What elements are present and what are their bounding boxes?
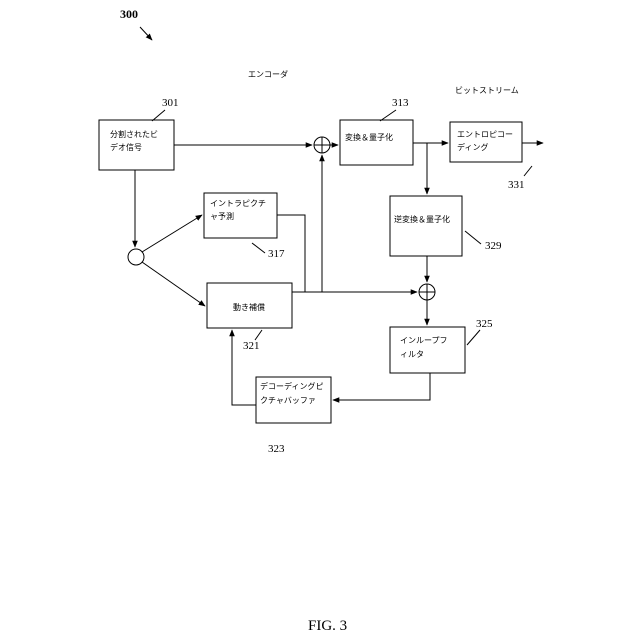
ref-317-leader (252, 243, 265, 253)
arrow-switch-to-motion (142, 262, 205, 306)
ref-331-leader (524, 166, 532, 176)
inverse-transform-label: 逆変換＆量子化 (394, 214, 450, 224)
ref-317: 317 (268, 248, 285, 260)
intra-prediction-label-line2: ャ予測 (210, 211, 234, 221)
decoded-picture-buffer-label-line2: クチャバッファ (260, 396, 316, 405)
video-signal-block: 分割されたビ デオ信号 (99, 120, 174, 170)
ref-321-leader (255, 330, 262, 340)
sum-junction-bottom (419, 284, 435, 300)
prediction-switch (128, 249, 144, 265)
loop-filter-block: インループフ ィルタ (390, 327, 465, 373)
ref-321: 321 (243, 340, 260, 352)
ref-301-leader (152, 110, 165, 121)
ref-313: 313 (392, 97, 409, 109)
entropy-coding-label-line2: ディング (457, 142, 488, 152)
encoder-label: エンコーダ (248, 69, 288, 79)
figure-pointer-arrow (140, 27, 152, 40)
figure-caption: FIG. 3 (308, 618, 347, 634)
entropy-coding-block: エントロピコー ディング (450, 122, 522, 162)
ref-325-leader (467, 330, 480, 345)
decoded-picture-buffer-label-line1: デコーディングピ (260, 381, 323, 391)
bitstream-label: ビットストリーム (455, 86, 519, 95)
inverse-transform-box (390, 196, 462, 256)
entropy-coding-box (450, 122, 522, 162)
sum-junction-top (314, 137, 330, 153)
ref-329: 329 (485, 240, 502, 252)
figure-number: 300 (120, 7, 138, 21)
decoded-picture-buffer-block: デコーディングピ クチャバッファ (256, 377, 331, 423)
arrow-loop-filter-to-buffer (333, 373, 430, 400)
ref-329-leader (465, 231, 481, 244)
transform-quantize-box (340, 120, 413, 165)
entropy-coding-label-line1: エントロピコー (457, 130, 513, 139)
intra-prediction-block: イントラピクチ ャ予測 (204, 193, 277, 238)
transform-quantize-block: 変換＆量子化 (340, 120, 413, 165)
ref-325: 325 (476, 318, 493, 330)
ref-323: 323 (268, 443, 285, 455)
video-signal-label-line2: デオ信号 (110, 142, 142, 152)
arrow-switch-to-intra (142, 215, 202, 252)
transform-quantize-label: 変換＆量子化 (345, 132, 393, 142)
motion-compensation-block: 動き補償 (207, 283, 292, 328)
inverse-transform-block: 逆変換＆量子化 (390, 196, 462, 256)
loop-filter-label-line2: ィルタ (400, 350, 424, 359)
video-signal-label-line1: 分割されたビ (110, 129, 158, 139)
ref-331: 331 (508, 179, 525, 191)
ref-313-leader (380, 110, 396, 121)
intra-prediction-label-line1: イントラピクチ (210, 199, 266, 208)
loop-filter-label-line1: インループフ (400, 336, 448, 345)
motion-compensation-label: 動き補償 (233, 302, 265, 312)
ref-301: 301 (162, 97, 179, 109)
